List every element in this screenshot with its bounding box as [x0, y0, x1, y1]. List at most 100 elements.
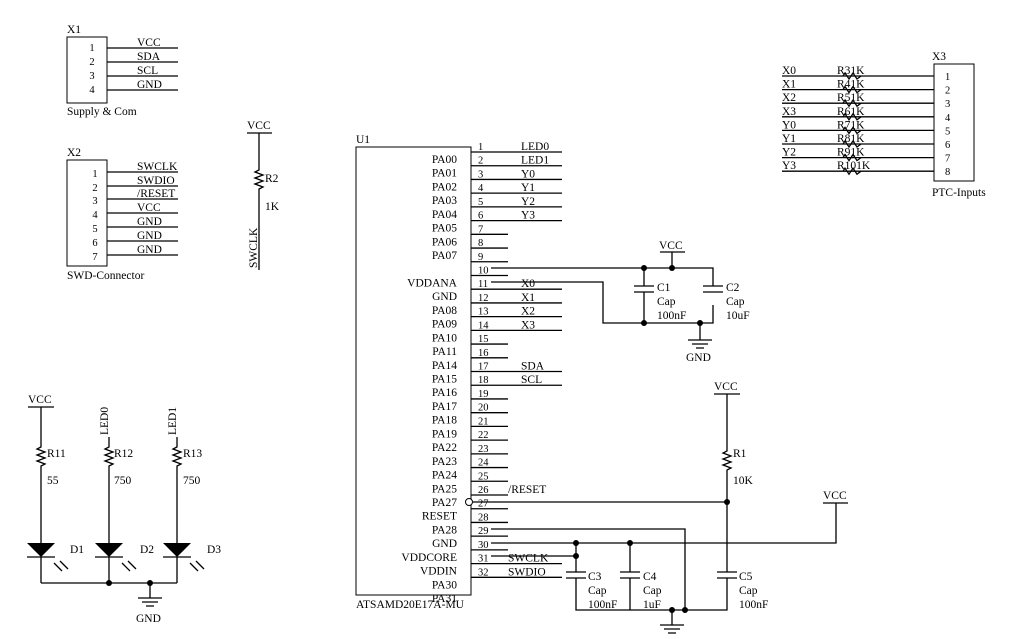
x3-resistor	[842, 112, 862, 121]
x2-ref: X2	[67, 147, 81, 159]
x3-ref: X3	[932, 51, 946, 63]
ground-icon	[138, 597, 162, 607]
u1-net-label: LED1	[521, 155, 549, 167]
r2-resistor	[247, 132, 272, 270]
d2-diode-icon	[95, 543, 123, 557]
d1-emission-icon	[53, 560, 69, 572]
r11-resistor	[28, 406, 54, 543]
x3-pin-num: 2	[945, 86, 950, 97]
x2-caption: SWD-Connector	[67, 270, 144, 282]
r1-value: 10K	[733, 475, 754, 487]
x1-body	[66, 36, 108, 104]
ground-icon	[688, 339, 712, 349]
u1-pin-name: PA02	[432, 181, 457, 193]
u1-pin-name: PA27	[432, 497, 457, 509]
x1-net-label: SDA	[137, 51, 161, 63]
junction-dot	[682, 607, 688, 613]
c4-value: 1uF	[643, 599, 661, 611]
junction-dot	[106, 580, 112, 586]
r1-ref: R1	[733, 448, 747, 460]
u1-pin-name: PA10	[432, 332, 457, 344]
u1-pin-number: 5	[478, 197, 483, 208]
x3-resistor	[842, 85, 862, 94]
u1-pin-name: GND	[432, 291, 457, 303]
u1-pin-number: 13	[478, 307, 489, 318]
junction-dot	[697, 320, 703, 326]
u1-pin-name: PA28	[432, 524, 457, 536]
c2-ref: C2	[726, 282, 740, 294]
c-bottom-vcc-label: VCC	[823, 490, 847, 502]
u1-pin-name: PA03	[432, 195, 457, 207]
x3-resistor-label: R61K	[837, 106, 865, 118]
x3-resistor	[842, 126, 862, 135]
u1-net-label: X2	[521, 306, 535, 318]
d2-ref: D2	[140, 544, 154, 556]
r1-vcc-label: VCC	[714, 381, 738, 393]
u1-pin-number: 20	[478, 403, 489, 414]
u1-pin-name: PA00	[432, 154, 457, 166]
x3-pin-num: 4	[945, 113, 951, 124]
u1-pin-number: 15	[478, 334, 489, 345]
gnd-bottom-wire	[491, 528, 728, 625]
x2-pin-num: 2	[92, 183, 97, 194]
u1-pin-name: VDDCORE	[401, 552, 457, 564]
x3-resistor	[842, 99, 862, 108]
led-vcc-label: VCC	[28, 394, 52, 406]
u1-pin-number: 21	[478, 416, 489, 427]
r2-ref: R2	[265, 173, 279, 185]
led1-net-label: LED1	[167, 407, 179, 435]
u1-pin-name: PA15	[432, 374, 457, 386]
c5-type: Cap	[739, 585, 758, 597]
led-section: VCC R11 55 D1 LED0 R12 750 D2 LED1 R13 7…	[27, 394, 221, 625]
u1-pin-name: PA17	[432, 401, 457, 413]
x3-resistor-label: R31K	[837, 65, 865, 77]
c3-value: 100nF	[588, 599, 617, 611]
x2-pin-num: 1	[92, 169, 97, 180]
d1-ref: D1	[70, 544, 84, 556]
junction-dot	[573, 553, 579, 559]
x2-pin-num: 3	[92, 196, 97, 207]
x3-resistor	[842, 153, 862, 162]
u1-pin-number: 3	[478, 169, 483, 180]
u1-net-label: X0	[521, 278, 535, 290]
u1-pin-number: 19	[478, 389, 489, 400]
r2-net-label: SWCLK	[248, 227, 260, 268]
u1-pin-number: 26	[478, 485, 489, 496]
u1-pin-number: 25	[478, 471, 489, 482]
u1-net-label: /RESET	[508, 484, 546, 496]
u1-pin-number: 14	[478, 320, 489, 331]
u1-net-label: SWCLK	[508, 553, 549, 565]
x3-resistor-label: R91K	[837, 147, 865, 159]
x3-pin-num: 7	[945, 154, 950, 165]
junction-dot	[147, 580, 153, 586]
c1c2-gnd-label: GND	[686, 352, 711, 364]
u1-pin-name: PA09	[432, 319, 457, 331]
u1-pin-number: 31	[478, 554, 489, 565]
junction-dot	[627, 540, 633, 546]
u1-pin-number: 12	[478, 293, 489, 304]
x3-caption: PTC-Inputs	[932, 187, 986, 199]
r12-ref: R12	[114, 448, 133, 460]
u1-net-label: Y3	[521, 210, 535, 222]
c2-value: 10uF	[726, 310, 750, 322]
c2-type: Cap	[726, 296, 745, 308]
u1-net-label: X3	[521, 319, 535, 331]
u1-pin-name: PA31	[432, 593, 457, 605]
r2-pullup: VCC R2 1K SWCLK	[247, 120, 280, 270]
u1-pin-name: PA05	[432, 223, 457, 235]
d3-diode-icon	[163, 543, 191, 557]
x3-resistor-label: R81K	[837, 133, 865, 145]
u1-pin-name: VDDANA	[407, 277, 458, 289]
capacitor-icon	[566, 571, 737, 579]
vddana-wire	[491, 251, 714, 286]
d3-ref: D3	[207, 544, 221, 556]
u1-pin-number: 17	[478, 362, 489, 373]
u1-pin-number: 2	[478, 156, 483, 167]
u1-pin-name: PA16	[432, 387, 457, 399]
r2-vcc-label: VCC	[247, 120, 271, 132]
d2-emission-icon	[121, 560, 137, 572]
u1-pin-number: 4	[478, 183, 484, 194]
x1-caption: Supply & Com	[67, 106, 137, 118]
